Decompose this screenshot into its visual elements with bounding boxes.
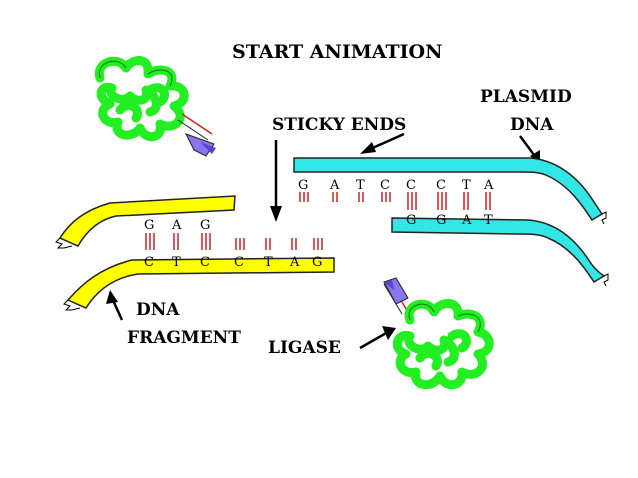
plasmid-bottom-base-4: T — [484, 213, 493, 228]
plasmid-top-base-7: T — [462, 178, 471, 193]
fragment-sticky-end-bonds — [235, 238, 323, 250]
plasmid-top-base-3: T — [356, 178, 365, 193]
fragment-bottom-base-3: C — [200, 255, 210, 270]
sticky-ends-arrow-to-plasmid — [360, 132, 405, 154]
ligase-pointer-top — [177, 113, 216, 157]
plasmid-top-base-8: A — [483, 178, 494, 193]
plasmid-top-strand — [293, 157, 607, 225]
dna-fragment-label-line1: DNA — [136, 300, 180, 320]
plasmid-top-base-2: A — [329, 178, 340, 193]
ligase-enzyme-bottom — [392, 299, 494, 390]
dna-fragment-top-strand — [55, 195, 236, 249]
fragment-top-base-2: A — [171, 218, 182, 233]
plasmid-label-line1: PLASMID — [480, 87, 572, 107]
plasmid-top-base-4: C — [380, 178, 390, 193]
fragment-bottom-base-7: G — [312, 255, 322, 270]
sticky-ends-label: STICKY ENDS — [272, 115, 406, 135]
ligase-label: LIGASE — [268, 338, 341, 358]
plasmid-top-base-5: C — [406, 178, 416, 193]
plasmid-bottom-strand — [391, 217, 609, 287]
ligase-arrow — [359, 326, 396, 350]
plasmid-bottom-base-3: A — [461, 213, 472, 228]
ligase-enzyme-top — [94, 56, 189, 142]
plasmid-paired-bonds — [407, 192, 491, 210]
dna-fragment-bottom-strand — [63, 257, 335, 311]
ligase-pointer-bottom — [383, 277, 409, 315]
plasmid-label-line2: DNA — [510, 115, 554, 135]
plasmid-bottom-base-1: G — [406, 213, 416, 228]
fragment-bottom-base-2: T — [172, 255, 181, 270]
fragment-bottom-base-5: T — [264, 255, 273, 270]
dna-fragment-arrow — [106, 290, 124, 321]
plasmid-top-base-6: C — [436, 178, 446, 193]
plasmid-sticky-end-bonds — [299, 192, 391, 202]
fragment-top-base-1: G — [144, 218, 154, 233]
plasmid-bottom-base-2: G — [436, 213, 446, 228]
fragment-bottom-base-4: C — [234, 255, 244, 270]
fragment-bottom-base-1: C — [144, 255, 154, 270]
dna-fragment-label-line2: FRAGMENT — [127, 328, 241, 348]
sticky-ends-arrow-down — [270, 140, 282, 222]
plasmid-top-base-1: G — [298, 178, 308, 193]
fragment-bottom-base-6: A — [289, 255, 300, 270]
start-animation-title[interactable]: START ANIMATION — [232, 41, 442, 63]
fragment-top-base-3: G — [200, 218, 210, 233]
fragment-paired-bonds — [145, 233, 211, 250]
